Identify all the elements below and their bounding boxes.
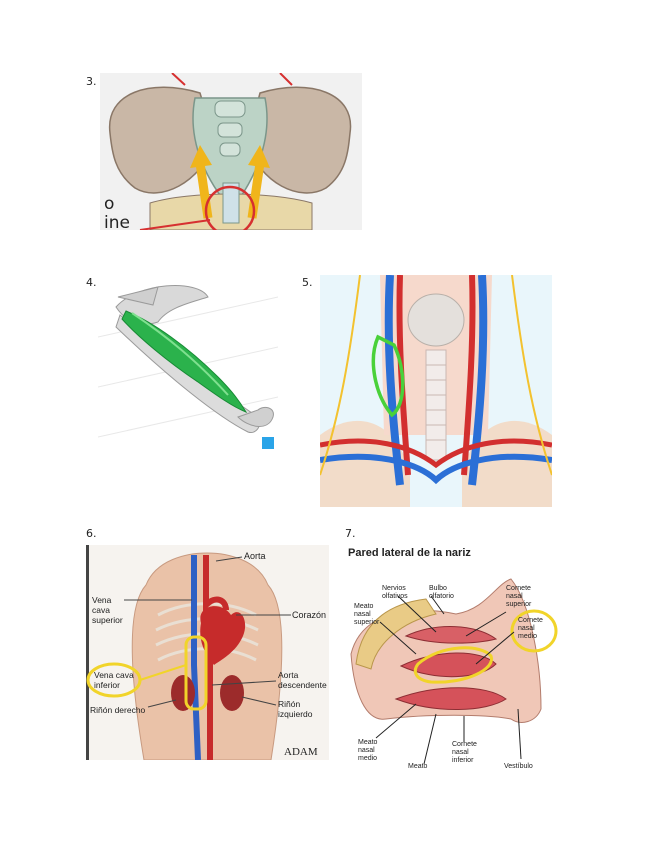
label-aorta: Aorta: [244, 551, 266, 561]
adam-watermark: ADAM: [284, 746, 318, 758]
muscle-figure: [98, 277, 278, 453]
label-meato: Meato: [408, 763, 428, 770]
fragment-ine: ine: [104, 213, 130, 230]
item-number-3: 3.: [86, 75, 97, 88]
fragment-o: o: [104, 194, 114, 214]
label-vestibulo: Vestíbulo: [504, 763, 533, 770]
item-number-4: 4.: [86, 276, 97, 289]
figure-title: Pared lateral de la nariz: [348, 547, 471, 559]
label-rinon-derecho: Riñón derecho: [90, 705, 146, 715]
item-number-5: 5.: [302, 276, 313, 289]
item-number-6: 6.: [86, 527, 97, 540]
neck-vessels-figure: [320, 275, 552, 507]
item-number-7: 7.: [345, 527, 356, 540]
label-corazon: Corazón: [292, 610, 326, 620]
pelvis-figure: o ine: [100, 73, 362, 230]
